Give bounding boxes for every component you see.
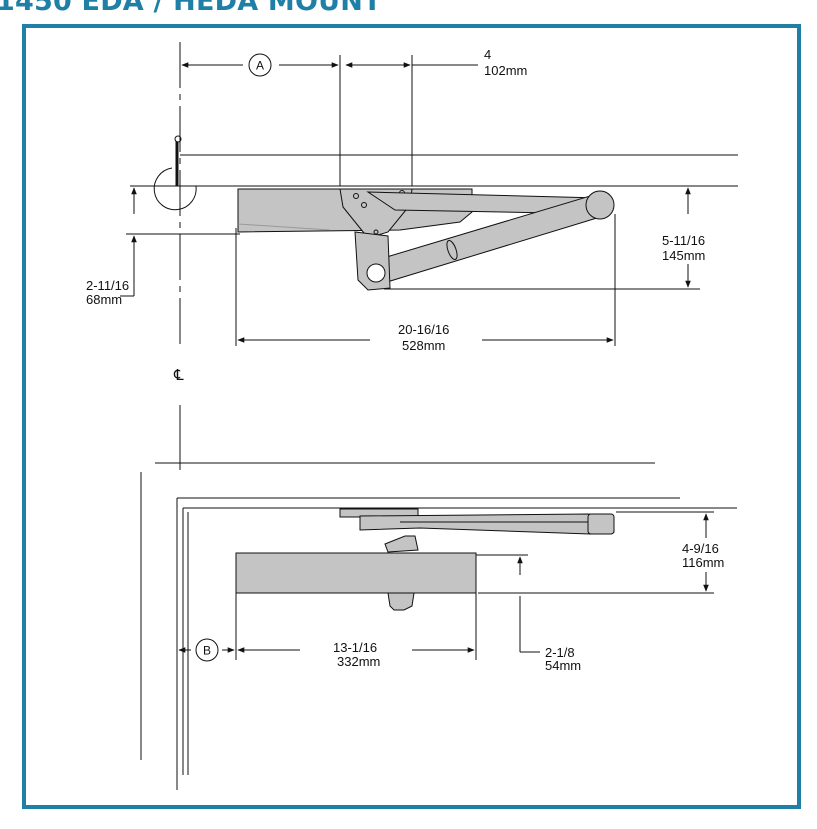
drawing-frame	[22, 24, 801, 809]
dim-20-16-16-imperial: 20-16/16	[398, 322, 449, 337]
screw-hole	[353, 193, 359, 199]
closer-body-shade	[237, 223, 331, 231]
dim-2-1-8-imperial: 2-1/8	[545, 645, 575, 660]
dim-5-11-16-metric: 145mm	[662, 248, 705, 263]
page-title: 1450 EDA / HEDA MOUNT	[0, 0, 382, 17]
callout-b: B	[195, 638, 219, 662]
closer-valve-cap	[387, 592, 415, 611]
dim-4-metric: 102mm	[484, 63, 527, 78]
dim-5-11-16-imperial: 5-11/16	[662, 233, 705, 248]
arm-end-cap	[587, 513, 615, 535]
dim-4-imperial: 4	[484, 47, 491, 62]
arm-elbow	[585, 190, 615, 220]
dim-2-11-16-metric: 68mm	[86, 292, 122, 307]
callout-b-label: B	[203, 644, 211, 658]
dim-4-9-16-imperial: 4-9/16	[682, 541, 719, 556]
dim-4-9-16-metric: 116mm	[682, 555, 724, 570]
elevation-closer-body	[235, 552, 477, 594]
centerline-symbol: ℄	[173, 367, 184, 384]
dim-20-16-16-metric: 528mm	[402, 338, 445, 353]
screw-hole	[361, 202, 367, 208]
hinge-swing-arc	[153, 167, 197, 211]
dim-13-1-16-imperial: 13-1/16	[333, 640, 377, 655]
arm-shoe-link	[384, 535, 419, 553]
callout-a: A	[248, 53, 272, 77]
top-view	[120, 42, 738, 470]
callout-a-label: A	[256, 59, 264, 73]
dim-2-11-16-imperial: 2-11/16	[86, 278, 129, 293]
elevation-arm	[359, 513, 615, 535]
pinion	[366, 263, 386, 283]
dim-13-1-16-metric: 332mm	[337, 654, 380, 669]
screw-hole	[373, 229, 379, 235]
arm-adjuster	[446, 240, 458, 260]
dim-2-1-8-metric: 54mm	[545, 658, 581, 673]
elevation-view	[140, 462, 737, 790]
